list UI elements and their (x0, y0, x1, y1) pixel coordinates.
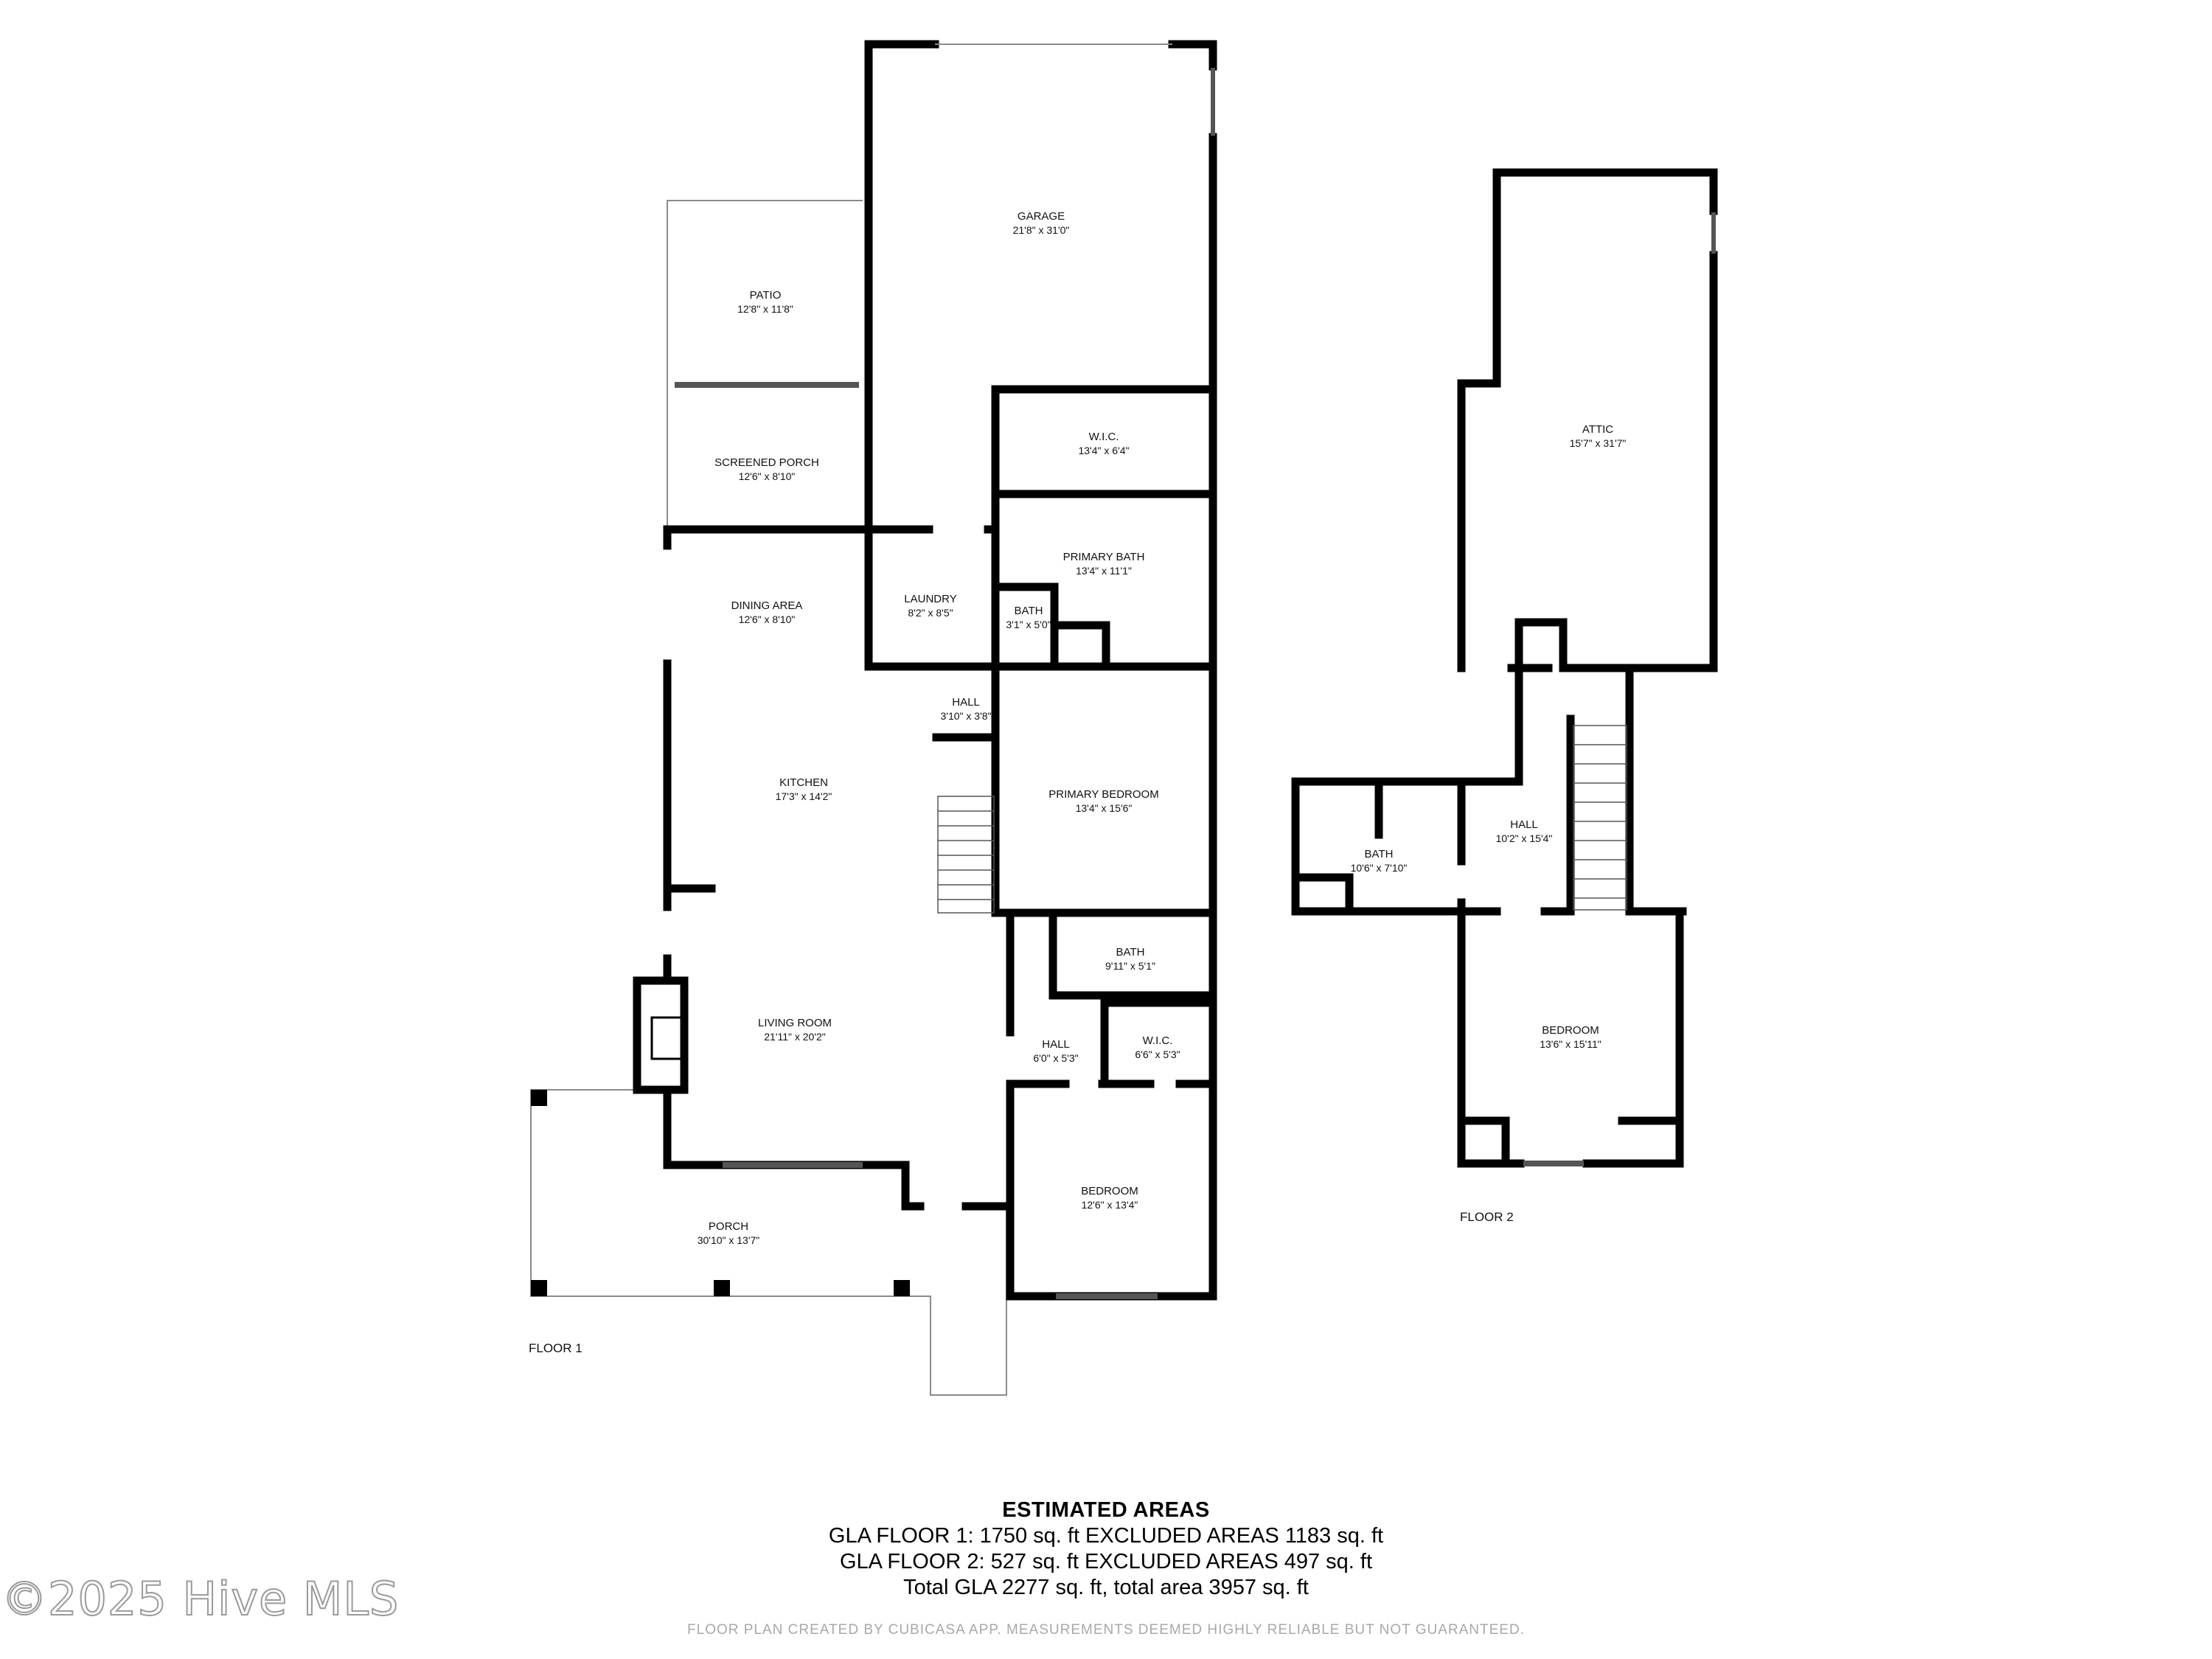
area-line: GLA FLOOR 1: 1750 sq. ft EXCLUDED AREAS … (828, 1524, 1384, 1548)
garage-walls (864, 40, 1217, 534)
room-dim: 13'4" x 6'4" (1079, 445, 1130, 456)
room-name: BEDROOM (1081, 1185, 1138, 1197)
floor-1-stairs (937, 796, 995, 914)
floor-2-stairs (1573, 725, 1627, 911)
room-dim: 9'11" x 5'1" (1105, 960, 1155, 972)
room-name: W.I.C. (1089, 431, 1119, 443)
room-dim: 12'6" x 8'10" (739, 470, 796, 482)
room-dim: 3'10" x 3'8" (941, 710, 992, 722)
room-name: GARAGE (1018, 210, 1065, 223)
room-name: HALL (952, 696, 980, 709)
attic-walls (1457, 168, 1718, 672)
floor-2-plan: FLOOR 2 (1291, 168, 1718, 1224)
porch-post (531, 1280, 547, 1296)
porch-post (714, 1280, 730, 1296)
disclaimer: FLOOR PLAN CREATED BY CUBICASA APP. MEAS… (687, 1622, 1525, 1638)
room-dim: 13'4" x 11'1" (1076, 565, 1132, 577)
porch-post (531, 1090, 547, 1106)
room-name: BATH (1015, 605, 1043, 617)
room-name: HALL (1510, 818, 1538, 831)
house-outer-walls (663, 525, 1217, 1301)
floor-2-bedroom-walls (1457, 907, 1684, 1168)
area-line: GLA FLOOR 2: 527 sq. ft EXCLUDED AREAS 4… (839, 1550, 1373, 1573)
room-name: SCREENED PORCH (714, 456, 819, 469)
room-labels: GARAGE 21'8" x 31'0" PATIO 12'8" x 11'8"… (698, 210, 1627, 1246)
room-name: PRIMARY BATH (1063, 551, 1145, 563)
floor-1-plan: FLOOR 1 (529, 40, 1217, 1396)
room-name: BATH (1365, 848, 1394, 860)
room-name: KITCHEN (779, 776, 828, 789)
primary-bath-walls (991, 493, 1217, 671)
room-name: HALL (1042, 1038, 1070, 1051)
room-name: PORCH (709, 1220, 748, 1233)
room-name: PATIO (750, 289, 782, 302)
room-dim: 15'7" x 31'7" (1570, 437, 1627, 449)
area-line: Total GLA 2277 sq. ft, total area 3957 s… (903, 1576, 1309, 1599)
room-dim: 10'6" x 7'10" (1351, 862, 1408, 874)
room-dim: 12'6" x 13'4" (1082, 1199, 1138, 1211)
porch-post (894, 1280, 910, 1296)
room-dim: 3'1" x 5'0" (1006, 619, 1051, 630)
patio-outline (667, 200, 863, 383)
porch-outline (530, 1089, 1007, 1396)
floor-2-hall-walls (1457, 664, 1687, 916)
room-dim: 12'8" x 11'8" (737, 303, 793, 315)
room-dim: 13'6" x 15'11" (1540, 1038, 1601, 1050)
floor-2-label: FLOOR 2 (1460, 1210, 1514, 1224)
room-dim: 6'6" x 5'3" (1135, 1048, 1180, 1060)
estimated-areas: ESTIMATED AREAS GLA FLOOR 1: 1750 sq. ft… (0, 1497, 2212, 1601)
room-dim: 10'2" x 15'4" (1496, 832, 1553, 844)
floor-2-bath-walls (1291, 777, 1466, 916)
fireplace-hearth (650, 1016, 683, 1060)
laundry-walls (864, 525, 1000, 671)
room-name: PRIMARY BEDROOM (1048, 788, 1158, 801)
room-dim: 30'10" x 13'7" (698, 1234, 760, 1246)
watermark: ©2025 Hive MLS (1, 1571, 400, 1627)
room-name: LAUNDRY (904, 593, 956, 605)
wic-bedroom-walls (1006, 998, 1217, 1088)
room-dim: 6'0" x 5'3" (1033, 1052, 1078, 1064)
room-name: DINING AREA (731, 599, 803, 612)
room-name: LIVING ROOM (758, 1017, 832, 1029)
estimated-areas-title: ESTIMATED AREAS (1002, 1498, 1210, 1522)
floor-1-label: FLOOR 1 (529, 1341, 582, 1355)
room-name: BEDROOM (1542, 1024, 1599, 1037)
room-name: BATH (1116, 946, 1145, 959)
room-dim: 12'6" x 8'10" (739, 613, 796, 625)
room-dim: 17'3" x 14'2" (776, 790, 832, 802)
room-name: W.I.C. (1143, 1034, 1173, 1047)
room-dim: 21'8" x 31'0" (1013, 224, 1070, 236)
primary-bedroom-walls (991, 662, 1217, 917)
room-name: ATTIC (1582, 423, 1613, 436)
room-dim: 21'11" x 20'2" (764, 1031, 826, 1043)
room-dim: 8'2" x 8'5" (908, 607, 953, 619)
room-dim: 13'4" x 15'6" (1076, 802, 1133, 814)
